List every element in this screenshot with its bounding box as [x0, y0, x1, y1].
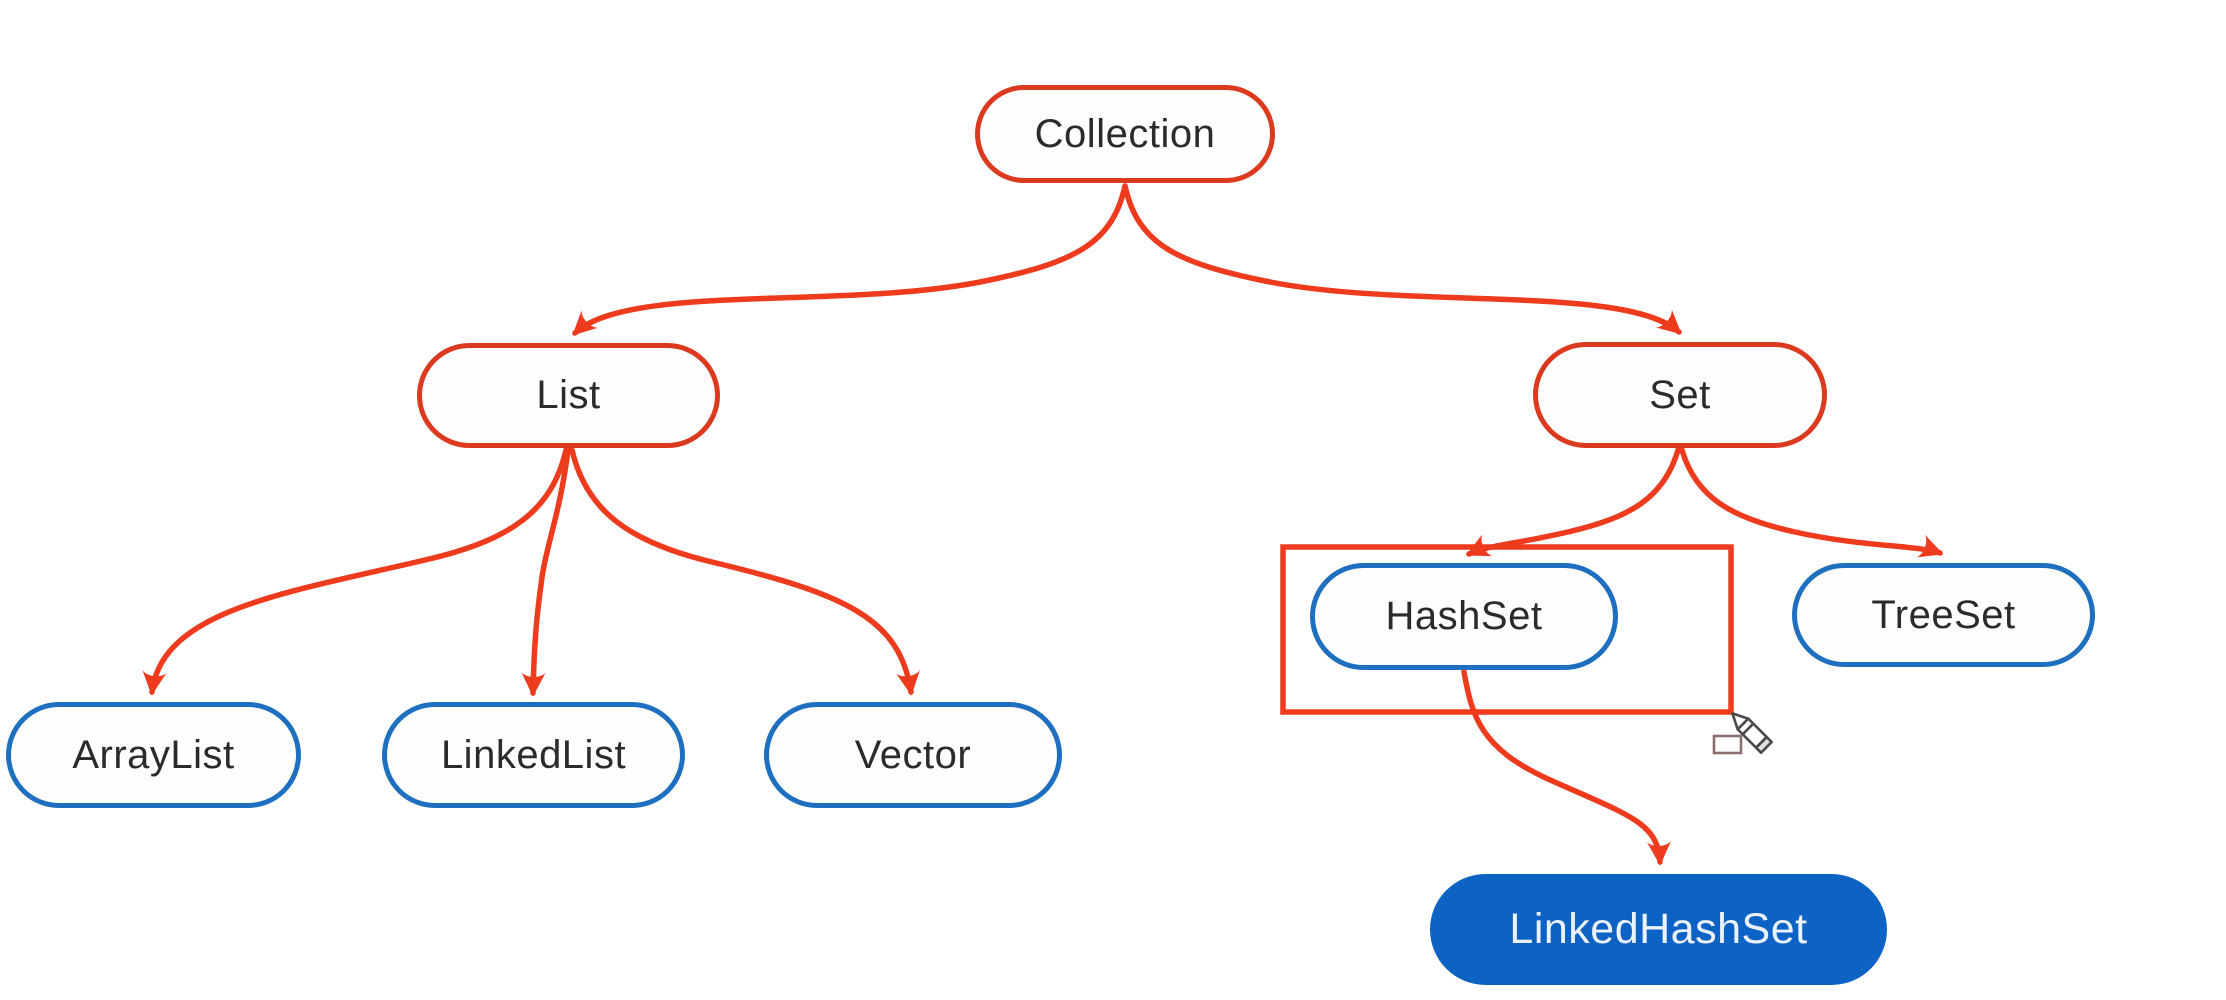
- node-arraylist[interactable]: ArrayList: [6, 702, 301, 808]
- node-set[interactable]: Set: [1533, 342, 1827, 448]
- edge-set-hashset: [1465, 447, 1681, 557]
- node-hashset-label: HashSet: [1385, 594, 1543, 638]
- node-linkedlist[interactable]: LinkedList: [382, 702, 685, 808]
- node-linkedhashset[interactable]: LinkedHashSet: [1430, 874, 1887, 985]
- node-treeset[interactable]: TreeSet: [1792, 563, 2095, 667]
- shape-tool-rectangle-icon: [1712, 734, 1743, 755]
- node-linkedhashset-label: LinkedHashSet: [1509, 905, 1808, 953]
- node-vector-label: Vector: [854, 732, 972, 777]
- node-linkedlist-label: LinkedList: [440, 732, 627, 777]
- node-treeset-label: TreeSet: [1871, 592, 2016, 637]
- node-collection-label: Collection: [1034, 111, 1216, 156]
- edge-set-treeset: [1679, 447, 1944, 558]
- node-list-label: List: [536, 373, 601, 417]
- highlight-rectangle: [1280, 544, 1734, 715]
- node-vector[interactable]: Vector: [764, 702, 1062, 808]
- edge-collection-set: [1122, 183, 1682, 335]
- edge-collection-list: [572, 183, 1128, 336]
- pencil-cursor-icon: [1712, 712, 1773, 755]
- edge-list-arraylist: [142, 447, 569, 696]
- node-arraylist-label: ArrayList: [72, 732, 235, 777]
- edge-hashset-linkedhashset: [1461, 669, 1672, 866]
- node-collection[interactable]: Collection: [975, 85, 1275, 183]
- node-set-label: Set: [1649, 372, 1711, 417]
- edge-list-vector: [569, 447, 920, 696]
- node-hashset[interactable]: HashSet: [1310, 563, 1618, 670]
- node-list[interactable]: List: [417, 343, 720, 448]
- edge-list-linkedlist: [521, 447, 571, 697]
